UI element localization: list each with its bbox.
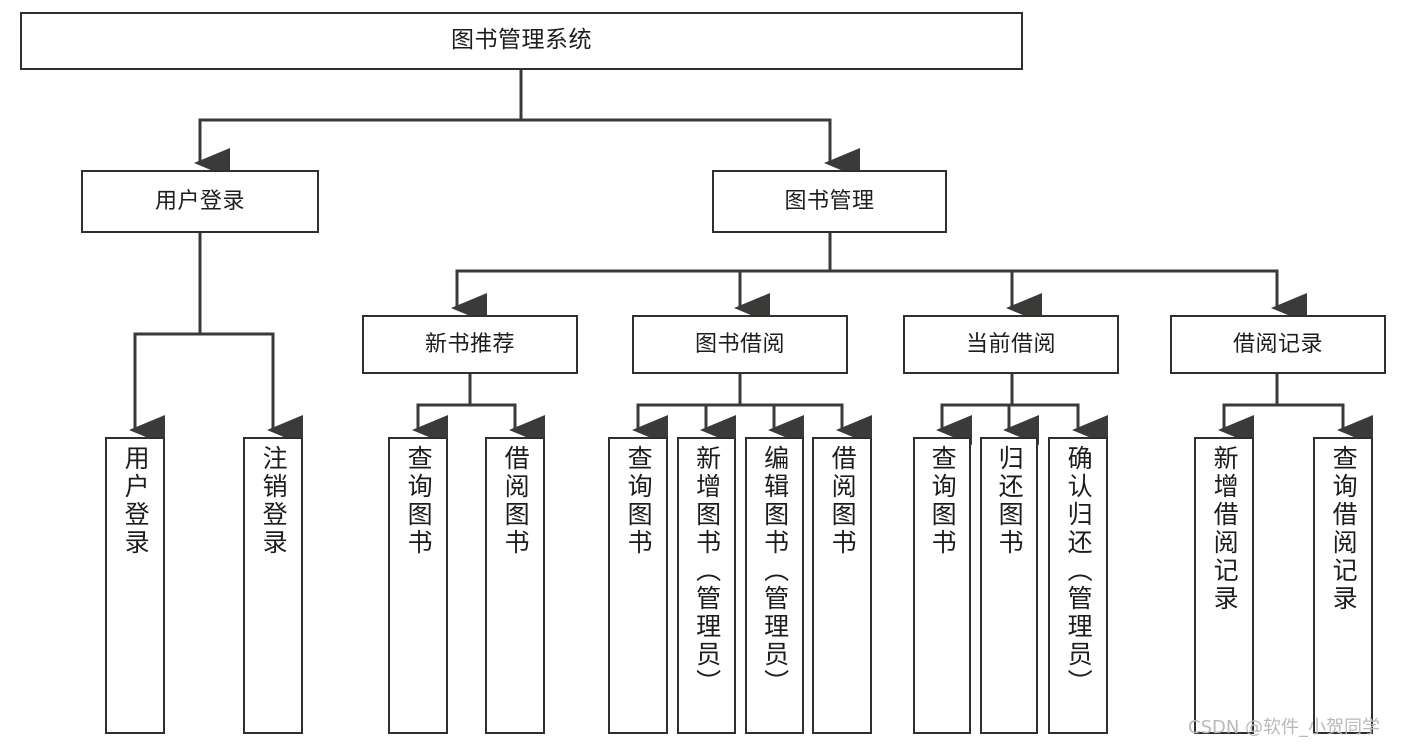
node-root-label: 图书管理系统 [451,27,592,54]
node-leaf-logout-label: 注销登录 [259,445,289,557]
node-leaf-query-book-1[interactable]: 查询图书 [388,437,448,734]
node-leaf-query-book-3[interactable]: 查询图书 [913,437,971,734]
node-leaf-add-book[interactable]: 新增图书（管理员） [677,437,736,734]
node-leaf-user-login[interactable]: 用户登录 [105,437,165,734]
node-leaf-user-login-label: 用户登录 [121,445,151,557]
node-leaf-add-book-label: 新增图书（管理员） [692,445,722,697]
node-borrow-record[interactable]: 借阅记录 [1170,315,1386,374]
node-user-login-label: 用户登录 [154,188,245,214]
node-leaf-add-record-label: 新增借阅记录 [1210,445,1240,613]
node-new-book-recommend[interactable]: 新书推荐 [362,315,578,374]
node-current-borrow-label: 当前借阅 [965,331,1056,357]
node-leaf-return-book-label: 归还图书 [995,445,1025,557]
node-leaf-query-record[interactable]: 查询借阅记录 [1313,437,1373,734]
node-leaf-borrow-book-1-label: 借阅图书 [501,445,531,557]
node-book-manage-label: 图书管理 [784,188,875,214]
node-book-manage[interactable]: 图书管理 [712,170,947,233]
node-leaf-edit-book-label: 编辑图书（管理员） [760,445,790,697]
node-leaf-query-book-2-label: 查询图书 [624,445,654,557]
node-leaf-query-record-label: 查询借阅记录 [1329,445,1359,613]
node-leaf-return-book[interactable]: 归还图书 [980,437,1038,734]
node-leaf-add-record[interactable]: 新增借阅记录 [1194,437,1254,734]
node-leaf-confirm-return[interactable]: 确认归还（管理员） [1048,437,1108,734]
csdn-watermark: CSDN @软件_小贺同学 [1188,717,1381,738]
node-leaf-edit-book[interactable]: 编辑图书（管理员） [745,437,804,734]
node-leaf-query-book-1-label: 查询图书 [404,445,434,557]
node-leaf-borrow-book-2-label: 借阅图书 [828,445,858,557]
node-book-borrow-label: 图书借阅 [694,331,785,357]
node-leaf-borrow-book-2[interactable]: 借阅图书 [812,437,872,734]
node-user-login[interactable]: 用户登录 [81,170,319,233]
node-leaf-query-book-3-label: 查询图书 [928,445,958,557]
node-book-borrow[interactable]: 图书借阅 [632,315,848,374]
node-leaf-query-book-2[interactable]: 查询图书 [608,437,668,734]
node-root[interactable]: 图书管理系统 [20,12,1023,70]
node-borrow-record-label: 借阅记录 [1232,331,1323,357]
node-new-book-recommend-label: 新书推荐 [424,331,515,357]
node-leaf-confirm-return-label: 确认归还（管理员） [1064,445,1094,697]
node-leaf-borrow-book-1[interactable]: 借阅图书 [485,437,545,734]
node-current-borrow[interactable]: 当前借阅 [903,315,1119,374]
node-leaf-logout[interactable]: 注销登录 [243,437,303,734]
